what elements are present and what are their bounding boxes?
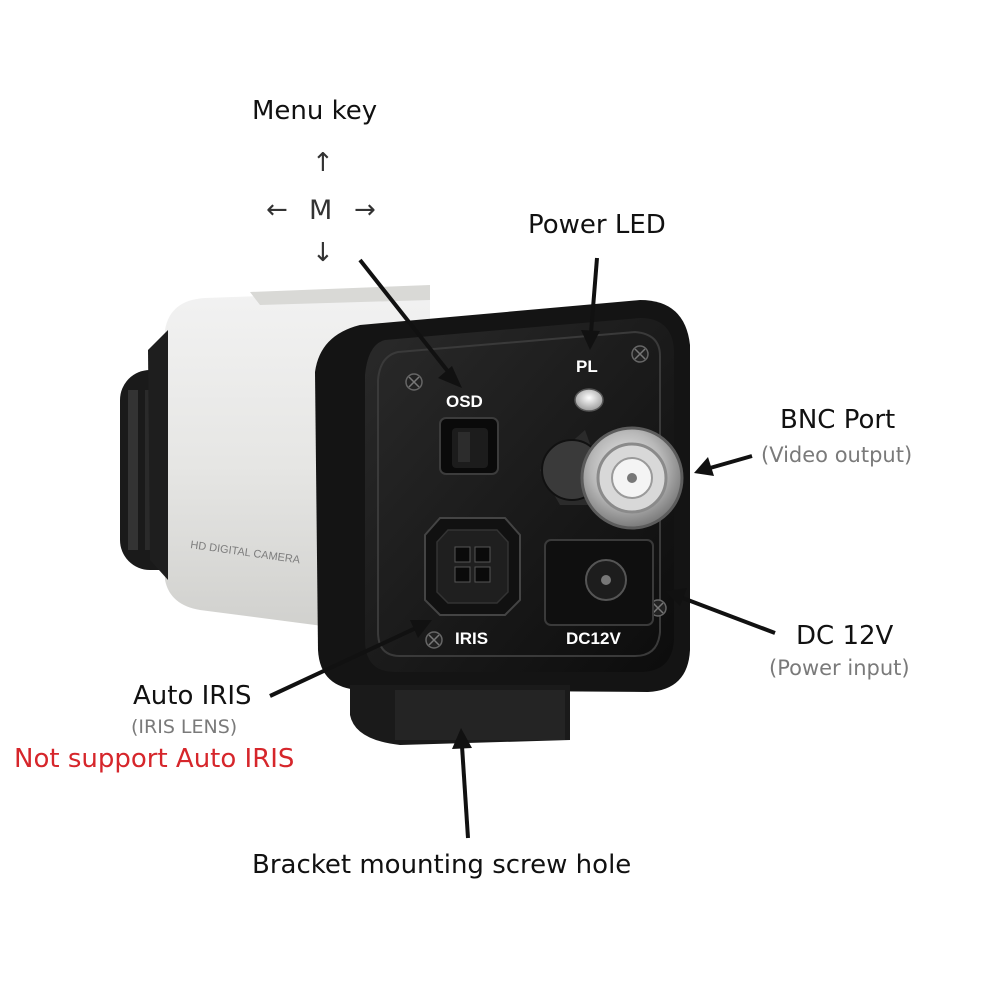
power-led-label: Power LED — [528, 210, 666, 240]
mounting-bracket — [350, 685, 570, 745]
dc12v-sub-label: (Power input) — [769, 656, 910, 680]
auto-iris-sub-label: (IRIS LENS) — [131, 716, 238, 738]
iris-panel-label: IRIS — [455, 629, 488, 648]
menu-key-label: Menu key — [252, 96, 378, 126]
menu-m-label: M — [309, 195, 333, 226]
osd-panel-label: OSD — [446, 392, 483, 411]
power-led: PL — [574, 357, 604, 412]
dc12v-label: DC 12V — [796, 621, 894, 651]
auto-iris-label: Auto IRIS — [133, 681, 252, 711]
arrow-up-icon: ↑ — [312, 148, 334, 178]
pl-panel-label: PL — [576, 357, 598, 376]
annotation-arrows — [269, 257, 776, 839]
bnc-connector — [540, 426, 684, 530]
dc-panel-label: DC12V — [566, 629, 621, 648]
osd-joystick: OSD — [439, 392, 499, 475]
arrow-right-icon: → — [354, 195, 376, 225]
dc-jack: DC12V — [544, 539, 654, 648]
bnc-port-label: BNC Port — [780, 405, 896, 435]
iris-connector: IRIS — [424, 517, 521, 648]
bracket-label: Bracket mounting screw hole — [252, 850, 632, 880]
bnc-port-sub-label: (Video output) — [761, 443, 913, 467]
arrow-down-icon: ↓ — [312, 238, 334, 268]
arrow-left-icon: ← — [266, 195, 288, 225]
auto-iris-note-label: Not support Auto IRIS — [14, 744, 295, 774]
